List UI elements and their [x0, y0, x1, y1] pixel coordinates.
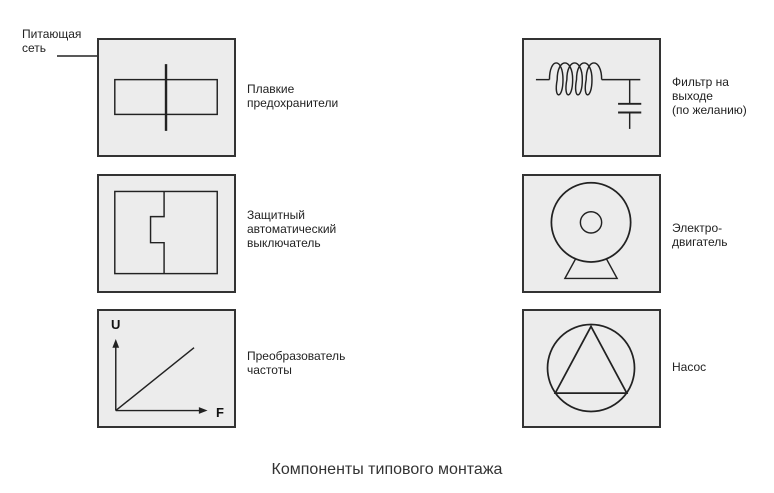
- fuse-label: Плавкие предохранители: [247, 82, 339, 110]
- vfd-axis-x-label: F: [216, 405, 224, 420]
- motor-box: [522, 174, 661, 293]
- supply-label: Питающая сеть: [22, 27, 82, 55]
- breaker-label: Защитный автоматический выключатель: [247, 208, 337, 250]
- frequency-converter-icon: [112, 339, 208, 414]
- electric-motor-icon: [550, 181, 632, 280]
- breaker-box: [97, 174, 236, 293]
- output-filter-icon: [535, 62, 642, 129]
- pump-label: Насос: [672, 360, 707, 374]
- vfd-box: U F: [97, 309, 236, 428]
- filter-box: [522, 38, 661, 157]
- pump-icon: [546, 323, 636, 413]
- vfd-axis-y-label: U: [111, 317, 121, 332]
- circuit-breaker-icon: [114, 190, 218, 275]
- vfd-label: Преобразователь частоты: [247, 349, 346, 377]
- filter-label: Фильтр на выходе (по желанию): [672, 75, 747, 117]
- pump-box: [522, 309, 661, 428]
- fuse-box: [97, 38, 236, 157]
- diagram-caption: Компоненты типового монтажа: [271, 461, 503, 478]
- fuse-icon: [114, 64, 218, 131]
- motor-label: Электро- двигатель: [672, 221, 728, 249]
